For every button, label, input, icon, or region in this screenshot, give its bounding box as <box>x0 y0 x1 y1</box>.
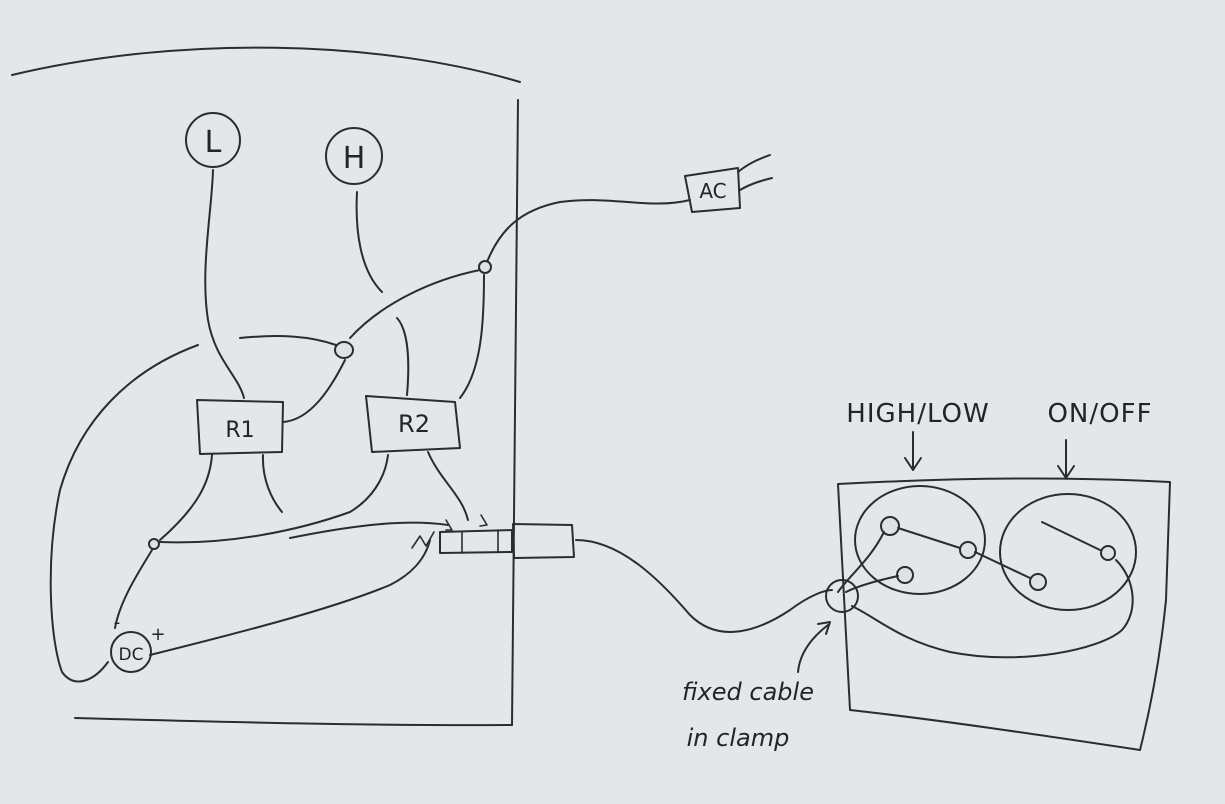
ac-plug-prong-bottom <box>739 177 773 191</box>
enclosure-right-edge <box>511 99 519 726</box>
ac-plug: AC <box>684 154 773 213</box>
wire-to-terminal-b <box>289 521 449 539</box>
annotation-arrow-head <box>817 621 831 635</box>
junction-node-ac <box>478 260 492 274</box>
wire-clamp-to-hl-1 <box>837 531 885 593</box>
wire-r1-bottom-left <box>159 454 213 541</box>
dc-source: DC - + <box>110 612 166 673</box>
high-low-terminal-1 <box>880 516 900 536</box>
wire-r1-bottom-right <box>261 454 283 513</box>
high-low-terminal-3 <box>896 566 914 584</box>
high-low-label: HIGH/LOW <box>846 399 989 429</box>
wire-clamp-to-hl-3 <box>845 575 899 593</box>
meter-high-label: H <box>343 141 366 176</box>
on-off-link <box>1041 521 1101 551</box>
dc-plus-label: + <box>150 624 165 645</box>
main-enclosure <box>11 46 521 727</box>
annotation-line-2: in clamp <box>687 724 790 752</box>
wire-r2-to-terminal-a <box>427 451 469 521</box>
switch-interconnect <box>974 551 1031 579</box>
on-off-terminal-1 <box>1029 573 1047 591</box>
wire-dc-plus-to-terminal <box>149 539 431 656</box>
relay-r2-box <box>365 395 461 453</box>
on-off-terminal-2 <box>1100 545 1116 561</box>
internal-wiring <box>49 169 691 683</box>
high-low-switch <box>854 485 986 595</box>
wire-r1-to-junction <box>282 359 346 423</box>
wire-left-to-junction <box>239 335 337 346</box>
annotation-line-1: fixed cable <box>682 678 814 706</box>
wire-j3-to-dc <box>114 549 153 629</box>
dc-minus-label: - <box>114 612 121 633</box>
enclosure-top-edge <box>11 46 521 83</box>
wire-j3-to-r2 <box>159 454 389 544</box>
enclosure-bottom-edge <box>74 717 513 727</box>
wire-left-loop <box>49 344 199 683</box>
terminal-block <box>411 523 575 559</box>
relay-r1-box <box>196 399 284 455</box>
dc-source-circle <box>110 631 152 673</box>
on-off-switch <box>999 493 1137 611</box>
switch-panel: HIGH/LOW ON/OFF <box>825 399 1171 751</box>
clamp-annotation: fixed cable in clamp <box>682 621 831 752</box>
on-off-arrow-head <box>1057 465 1075 479</box>
terminal-zigzag <box>411 531 435 549</box>
annotation-arrow-shaft <box>797 624 829 673</box>
relay-r2-label: R2 <box>398 410 430 438</box>
high-low-terminal-2 <box>959 541 977 559</box>
ac-plug-body <box>684 167 741 213</box>
relay-r1: R1 <box>196 399 284 455</box>
junction-node-lower <box>148 538 160 550</box>
wire-clamp-to-onoff <box>851 559 1134 659</box>
meter-high: H <box>325 127 383 185</box>
relay-r2: R2 <box>365 395 461 453</box>
external-cable <box>575 539 833 633</box>
terminal-strip <box>439 529 513 554</box>
meter-low-label: L <box>205 125 222 160</box>
arrow-terminal-b <box>445 519 453 531</box>
wire-r2-top <box>396 317 410 396</box>
dc-source-label: DC <box>119 645 144 665</box>
wire-l-to-r1 <box>204 169 245 399</box>
junction-node-center <box>334 341 354 359</box>
wire-junction-to-ac-node <box>349 269 481 339</box>
meter-high-circle <box>325 127 383 185</box>
ac-plug-label: AC <box>699 179 726 203</box>
meter-low: L <box>185 112 241 168</box>
wire-h-down <box>355 191 383 293</box>
on-off-label: ON/OFF <box>1047 399 1152 429</box>
wire-ac-node-to-plug <box>486 199 691 263</box>
switch-panel-outline <box>837 477 1171 751</box>
relay-r1-label: R1 <box>225 418 254 443</box>
cable-gland <box>512 523 575 559</box>
meter-low-circle <box>185 112 241 168</box>
cable-clamp <box>825 579 859 613</box>
high-low-arrow-head <box>904 457 922 471</box>
arrow-terminal-a <box>479 514 488 527</box>
ac-plug-prong-top <box>737 154 771 173</box>
wire-ac-node-to-r2 <box>459 274 485 399</box>
high-low-link <box>897 527 961 549</box>
